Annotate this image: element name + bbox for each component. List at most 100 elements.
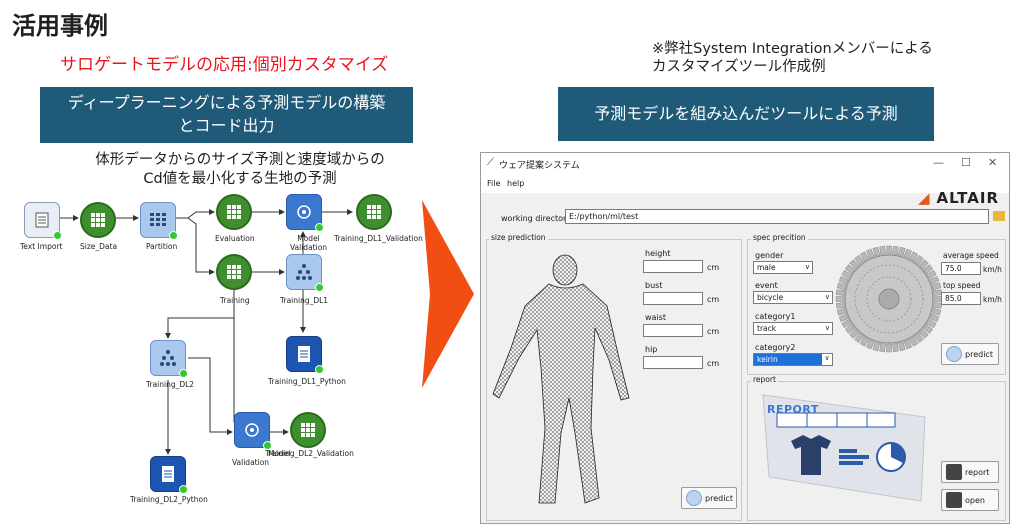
size-data-label: Size_Data	[80, 242, 118, 251]
menu-file[interactable]: File	[487, 179, 501, 188]
height-input[interactable]	[643, 260, 703, 273]
training-node[interactable]	[216, 254, 252, 290]
gear-tooth	[897, 246, 906, 257]
training-dl2-python-node[interactable]	[150, 456, 188, 494]
gender-select[interactable]: male∨	[753, 261, 813, 274]
working-directory-input[interactable]: E:/python/ml/test	[565, 209, 989, 224]
gear-tooth	[908, 336, 919, 347]
hip-unit: cm	[707, 359, 720, 368]
note-line2: カスタマイズツール作成例	[652, 59, 826, 75]
average-speed-input[interactable]: 75.0	[941, 262, 981, 275]
chevron-down-icon: ∨	[822, 354, 832, 365]
menu-help[interactable]: help	[507, 179, 525, 188]
chevron-down-icon: ∨	[824, 293, 830, 301]
event-select[interactable]: bicycle∨	[753, 291, 833, 304]
size-predict-label: predict	[705, 493, 733, 503]
model-validation-2-label: Model Validation	[232, 449, 291, 467]
report-label: report	[751, 375, 778, 384]
gear-tooth	[926, 318, 937, 329]
slide-subtitle: サロゲートモデルの応用:個別カスタマイズ	[60, 55, 389, 75]
gear-tooth	[835, 289, 845, 296]
category1-value: track	[757, 324, 777, 333]
gear-tooth	[849, 259, 860, 270]
size-predict-button[interactable]: predict	[681, 487, 737, 509]
gear-tooth	[849, 328, 860, 339]
table-icon	[80, 202, 116, 238]
left-banner: ディープラーニングによる予測モデルの構築 とコード出力	[40, 87, 413, 143]
gender-value: male	[757, 263, 776, 272]
model-validation-2-label-line2: Validation	[232, 458, 270, 467]
model-validation-2-node[interactable]	[234, 412, 272, 450]
category2-select[interactable]: keirin∨	[753, 353, 833, 366]
evaluation-label: Evaluation	[215, 234, 255, 243]
gear-tooth	[872, 246, 881, 257]
training-dl1-validation-node[interactable]	[356, 194, 392, 230]
gear-tooth	[931, 282, 942, 291]
folder-icon[interactable]	[993, 211, 1005, 221]
gear-tooth	[922, 264, 933, 274]
gear-tooth	[879, 245, 886, 255]
gear-tooth	[835, 302, 845, 309]
gear-tooth	[914, 255, 924, 266]
left-banner-line2: とコード出力	[178, 116, 275, 135]
left-description-line2: Cd値を最小化する生地の予測	[143, 171, 337, 187]
text-import-label: Text Import	[20, 242, 63, 251]
spec-prediction-label: spec precition	[751, 233, 808, 242]
altair-logo-text: ALTAIR	[936, 189, 999, 207]
training-dl1-node[interactable]	[286, 254, 324, 292]
minimize-button[interactable]: —	[933, 156, 944, 169]
spec-predict-label: predict	[965, 349, 993, 359]
training-dl2-node[interactable]	[150, 340, 188, 378]
left-description: 体形データからのサイズ予測と速度域からの Cd値を最小化する生地の予測	[30, 151, 450, 189]
category2-label: category2	[755, 343, 796, 352]
height-unit: cm	[707, 263, 720, 272]
top-speed-input[interactable]: 85.0	[941, 292, 981, 305]
report-icon	[946, 464, 962, 480]
gear-tooth	[908, 251, 919, 262]
altair-mark-icon: ◢	[917, 189, 931, 207]
hip-label: hip	[645, 345, 658, 354]
open-button[interactable]: open	[941, 489, 999, 511]
report-button[interactable]: report	[941, 461, 999, 483]
maximize-button[interactable]: ☐	[961, 156, 971, 169]
text-import-node[interactable]	[24, 202, 62, 240]
right-banner: 予測モデルを組み込んだツールによる予測	[558, 87, 934, 141]
waist-input[interactable]	[643, 324, 703, 337]
spec-predict-button[interactable]: predict	[941, 343, 999, 365]
bust-input[interactable]	[643, 292, 703, 305]
average-speed-label: average speed	[943, 251, 999, 260]
gear-tooth	[892, 245, 899, 255]
waist-label: waist	[645, 313, 666, 322]
gear-tooth	[886, 245, 892, 255]
gear-tooth	[886, 343, 892, 353]
training-dl1-validation-label: Training_DL1_Validation	[334, 234, 423, 243]
gear-tooth	[929, 276, 940, 285]
training-dl1-python-node[interactable]	[286, 336, 324, 374]
body-mesh-image	[492, 254, 630, 504]
gear-tooth	[922, 324, 933, 334]
report-illustration	[762, 394, 926, 502]
partition-label: Partition	[146, 242, 178, 251]
close-button[interactable]: ✕	[988, 156, 998, 169]
gear-tooth	[841, 269, 852, 280]
open-button-label: open	[965, 495, 985, 505]
partition-node[interactable]	[140, 202, 178, 240]
feather-icon: ⟋	[487, 157, 494, 168]
left-banner-line1: ディープラーニングによる予測モデルの構築	[67, 93, 386, 112]
hip-input[interactable]	[643, 356, 703, 369]
gear-tooth	[903, 248, 912, 259]
gear-tooth	[838, 313, 849, 322]
size-data-node[interactable]	[80, 202, 116, 238]
gear-tooth	[859, 336, 870, 347]
model-validation-label: Model Validation	[290, 234, 327, 252]
training-dl2-validation-node[interactable]	[290, 412, 326, 448]
gear-tooth	[838, 276, 849, 285]
model-validation-node[interactable]	[286, 194, 324, 232]
document-icon	[24, 202, 60, 238]
training-dl1-label: Training_DL1	[280, 296, 329, 305]
category1-select[interactable]: track∨	[753, 322, 833, 335]
evaluation-node[interactable]	[216, 194, 252, 230]
size-prediction-label: size prediction	[489, 233, 548, 242]
gear-tooth	[845, 264, 856, 274]
gear-tooth	[841, 318, 852, 329]
